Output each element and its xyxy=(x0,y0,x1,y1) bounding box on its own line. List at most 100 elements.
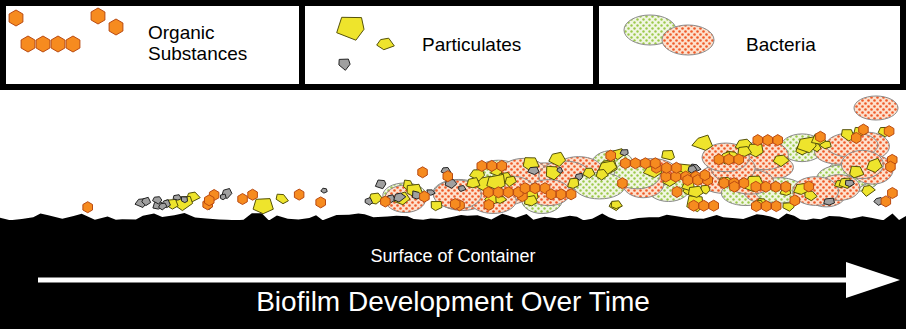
organic-substance xyxy=(773,135,783,146)
particulate xyxy=(575,173,582,180)
organic-substance xyxy=(546,189,556,200)
organic-substance xyxy=(51,36,65,52)
particulate xyxy=(773,155,789,166)
organic-substance xyxy=(530,183,540,194)
organic-substance xyxy=(790,195,800,206)
organic-substance xyxy=(504,187,513,198)
organic-substance xyxy=(36,36,50,52)
legend-entry: Particulates xyxy=(422,34,582,55)
particulate xyxy=(805,191,817,201)
organic-substance xyxy=(520,183,530,194)
particulate xyxy=(850,166,864,178)
particulate xyxy=(611,201,622,209)
particulate xyxy=(159,203,167,210)
organic-substance xyxy=(804,181,814,192)
organic-substance xyxy=(762,201,772,212)
organic-substance xyxy=(606,150,616,161)
organic-substance xyxy=(484,199,494,210)
particulate xyxy=(173,195,181,200)
container-surface-band: Surface of ContainerBiofilm Development … xyxy=(0,220,906,329)
organic-substance xyxy=(497,160,507,171)
particulate xyxy=(394,192,410,205)
particulate xyxy=(596,170,608,181)
arrow-head xyxy=(846,262,900,298)
particulate xyxy=(459,186,466,192)
organic-substance xyxy=(683,175,693,186)
organic-substance xyxy=(494,187,504,198)
particulate xyxy=(375,180,386,189)
organic-substance xyxy=(248,189,258,200)
particulate xyxy=(153,197,162,204)
organic-substance xyxy=(205,195,215,206)
legend-entry: Bacteria xyxy=(746,34,886,55)
organic-substance xyxy=(443,171,453,182)
particulate xyxy=(688,186,703,197)
legend-box xyxy=(6,6,299,84)
organic-substance xyxy=(761,181,771,192)
legend-label: Organic Substances xyxy=(148,22,247,64)
organic-substance xyxy=(672,186,682,197)
organic-substance xyxy=(618,178,628,189)
organic-substance xyxy=(752,201,762,212)
organic-substance xyxy=(753,135,763,146)
organic-substance xyxy=(662,162,672,173)
organic-substance xyxy=(418,167,428,178)
organic-substance xyxy=(689,200,699,211)
particulate xyxy=(692,135,713,150)
particulate xyxy=(528,167,539,175)
organic-substance xyxy=(91,8,105,24)
bacterium xyxy=(841,150,883,178)
legend-label: Particulates xyxy=(422,34,521,55)
bacterium xyxy=(662,25,714,55)
container-surface xyxy=(0,213,906,329)
legend-label: Bacteria xyxy=(746,34,816,55)
organic-substance xyxy=(699,200,709,211)
particulate xyxy=(662,151,675,160)
organic-substance xyxy=(709,200,719,211)
organic-substance xyxy=(566,189,576,200)
particulate xyxy=(365,198,372,205)
legend-entry: Organic Substances xyxy=(148,22,288,64)
particulate xyxy=(337,17,364,40)
organic-substance xyxy=(781,181,791,192)
bacterium xyxy=(854,96,898,120)
legend-box xyxy=(599,6,900,84)
organic-substance xyxy=(672,162,682,173)
organic-substance xyxy=(641,158,651,169)
organic-substance xyxy=(884,126,894,137)
organic-substance xyxy=(714,154,724,165)
organic-substance xyxy=(771,181,781,192)
organic-substance xyxy=(109,19,123,35)
organic-substance xyxy=(316,197,326,208)
organic-substance xyxy=(859,124,869,135)
organic-substance xyxy=(477,160,487,171)
organic-substance xyxy=(83,202,93,213)
particulate xyxy=(182,197,188,203)
particulate xyxy=(549,152,566,166)
organic-substance xyxy=(66,36,80,52)
particulate xyxy=(394,193,406,202)
legend-box xyxy=(305,6,593,84)
particulate xyxy=(609,201,622,210)
organic-substance xyxy=(888,188,898,199)
particulate xyxy=(339,59,350,70)
organic-substance xyxy=(381,196,391,207)
particulate xyxy=(221,194,227,200)
legend-icons xyxy=(9,8,714,70)
organic-substance xyxy=(886,161,896,172)
organic-substance xyxy=(651,158,661,169)
particulate xyxy=(467,178,480,188)
biofilm xyxy=(83,96,898,214)
particulate xyxy=(253,199,273,214)
particulate xyxy=(845,180,854,186)
organic-substance xyxy=(734,154,744,165)
particulate xyxy=(867,158,883,172)
particulate xyxy=(568,178,579,188)
particulate xyxy=(862,186,875,197)
surface-label: Surface of Container xyxy=(0,245,906,267)
particulate xyxy=(824,198,835,205)
organic-substance xyxy=(621,158,631,169)
organic-substance xyxy=(238,194,248,205)
organic-substance xyxy=(9,10,23,26)
